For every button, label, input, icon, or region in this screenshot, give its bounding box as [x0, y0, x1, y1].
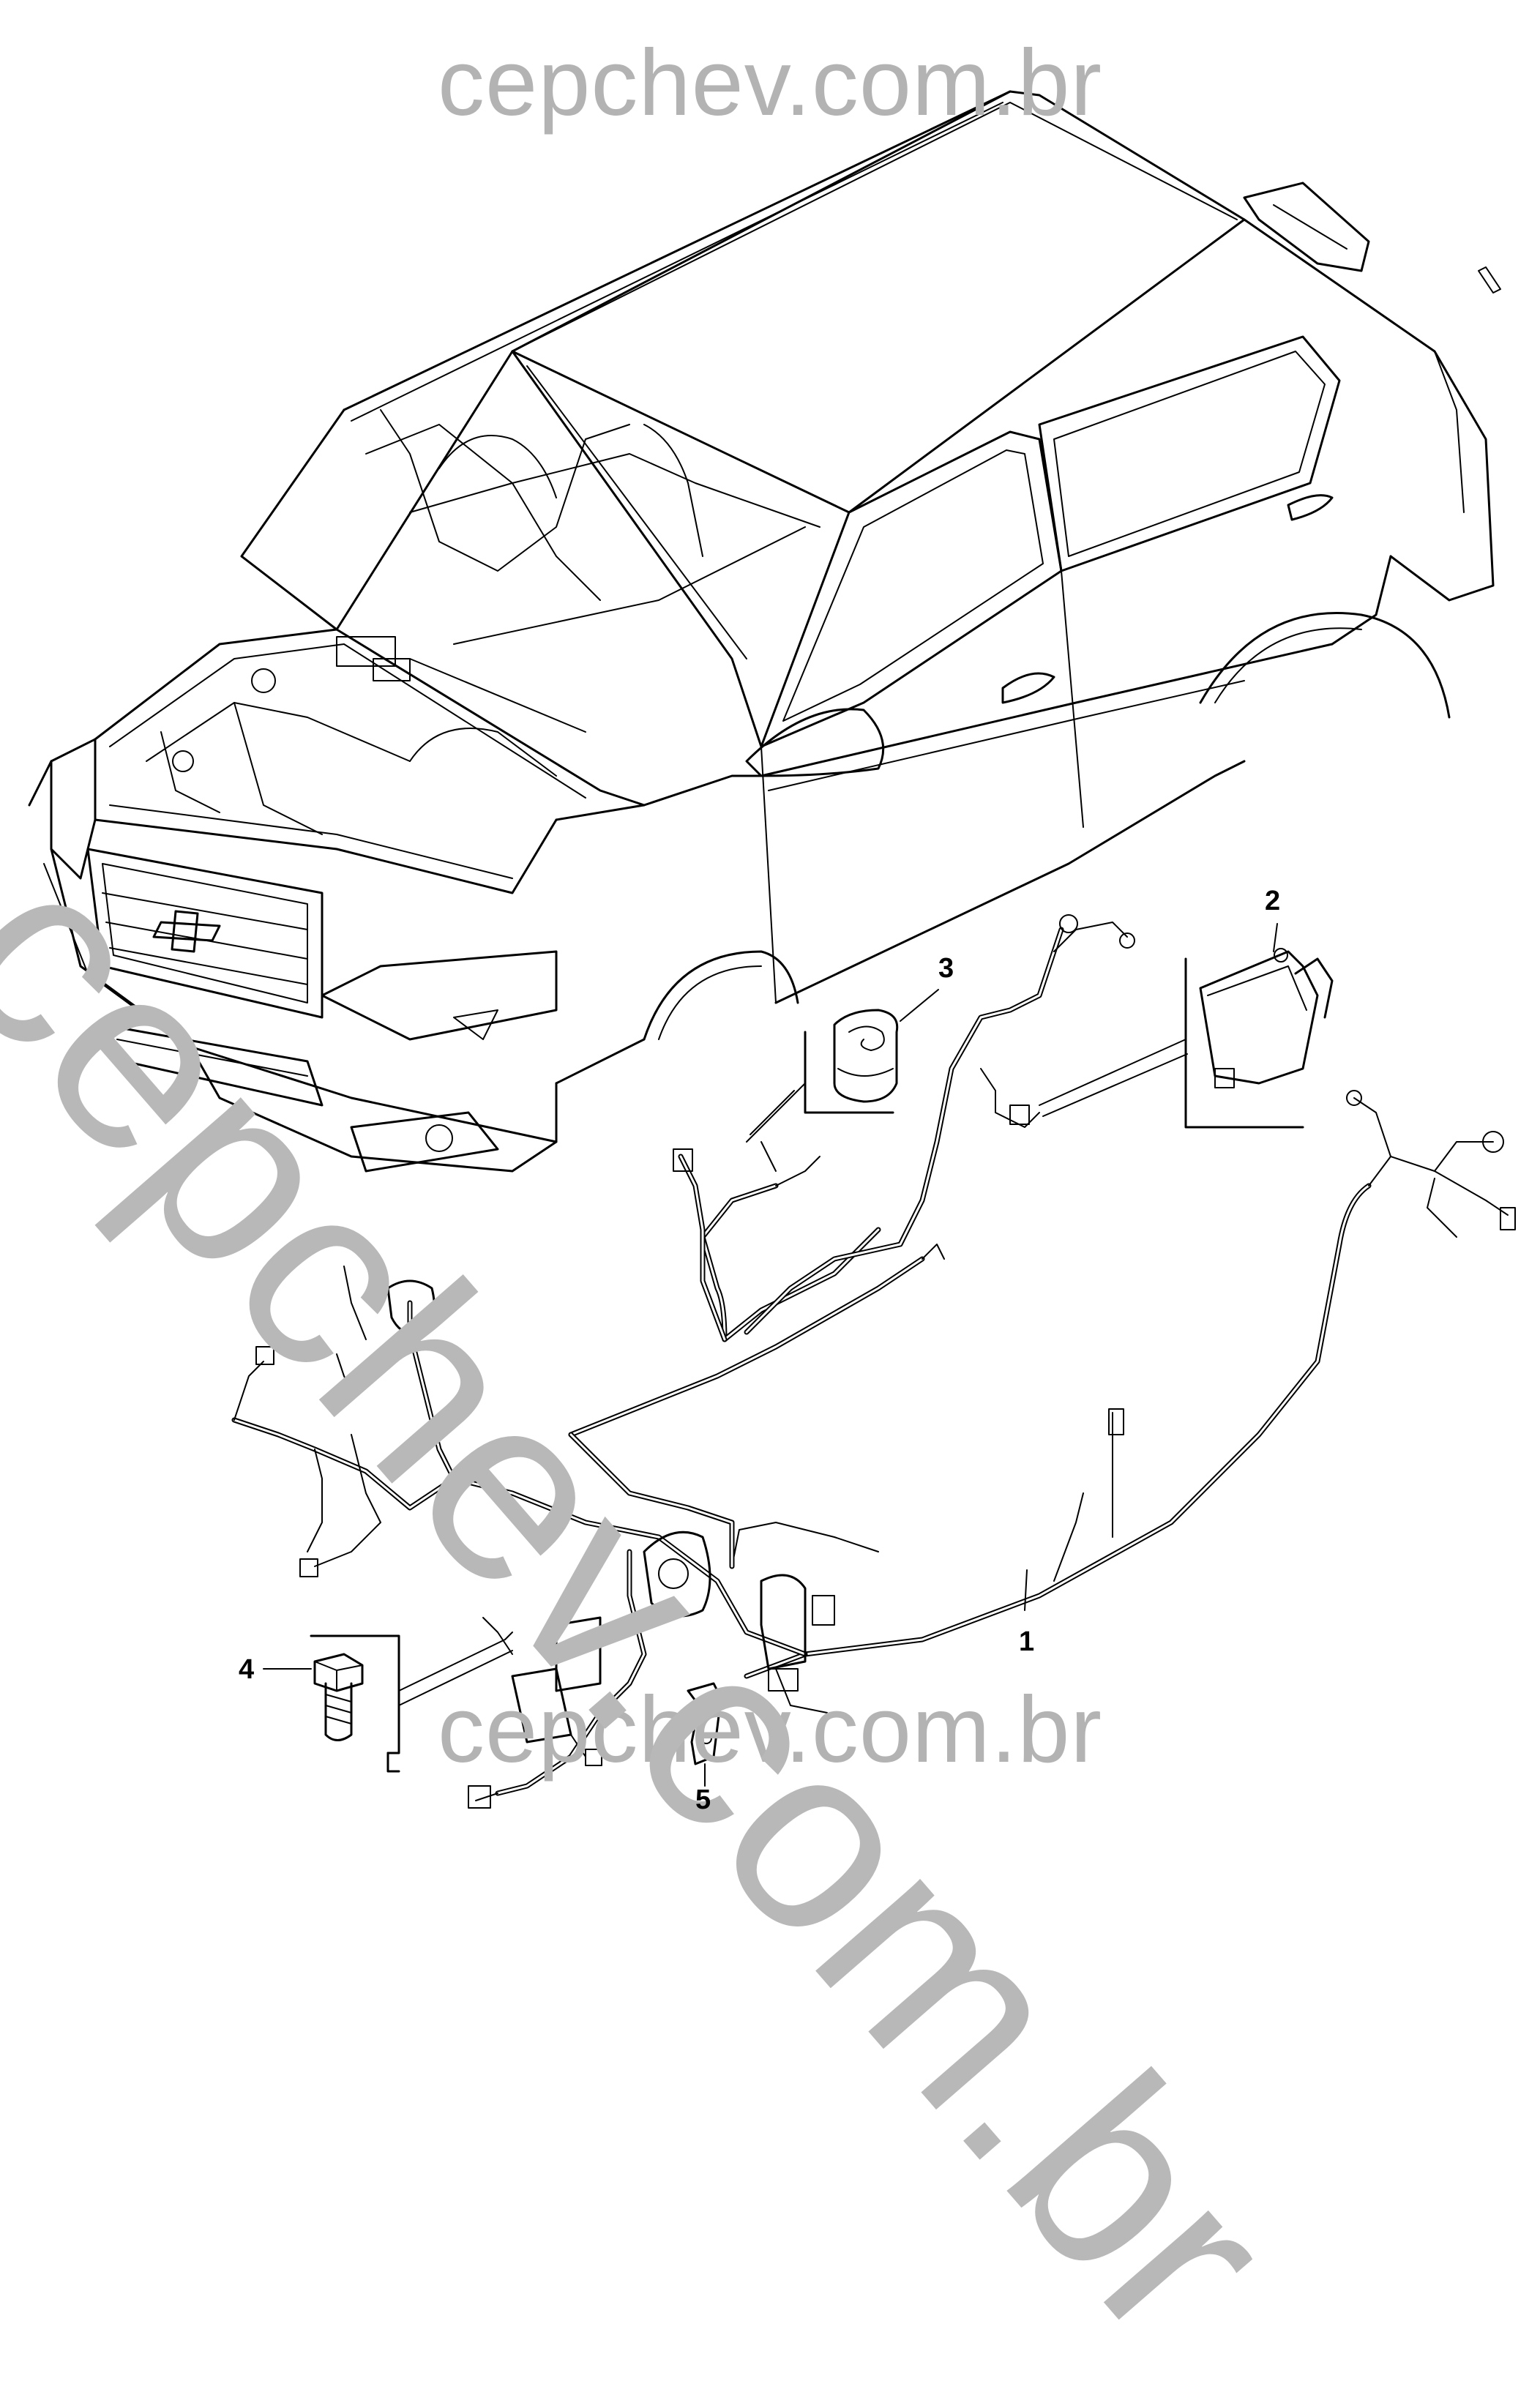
- callout-3: 3: [938, 953, 954, 984]
- diagram-drawing: [28, 90, 1516, 1809]
- watermark-bottom: cepchev.com.br: [438, 1678, 1102, 1782]
- car-body: [28, 90, 1501, 1173]
- callout-5: 5: [695, 1784, 711, 1815]
- parts-diagram: cepchev.com.br cepchev.com.br cepchev.co…: [0, 31, 1516, 2392]
- part-4-bolt: [263, 1632, 513, 1773]
- part-1-harness: [231, 914, 1516, 1809]
- callout-2: 2: [1265, 886, 1281, 916]
- callout-4: 4: [239, 1654, 255, 1685]
- part-5-bracket: [687, 1682, 722, 1787]
- leader-1: [1024, 1569, 1028, 1611]
- part-3-clip: [746, 989, 939, 1143]
- part-2-bracket: [1039, 923, 1334, 1129]
- callout-1: 1: [1019, 1626, 1035, 1657]
- watermark-top: cepchev.com.br: [438, 31, 1102, 135]
